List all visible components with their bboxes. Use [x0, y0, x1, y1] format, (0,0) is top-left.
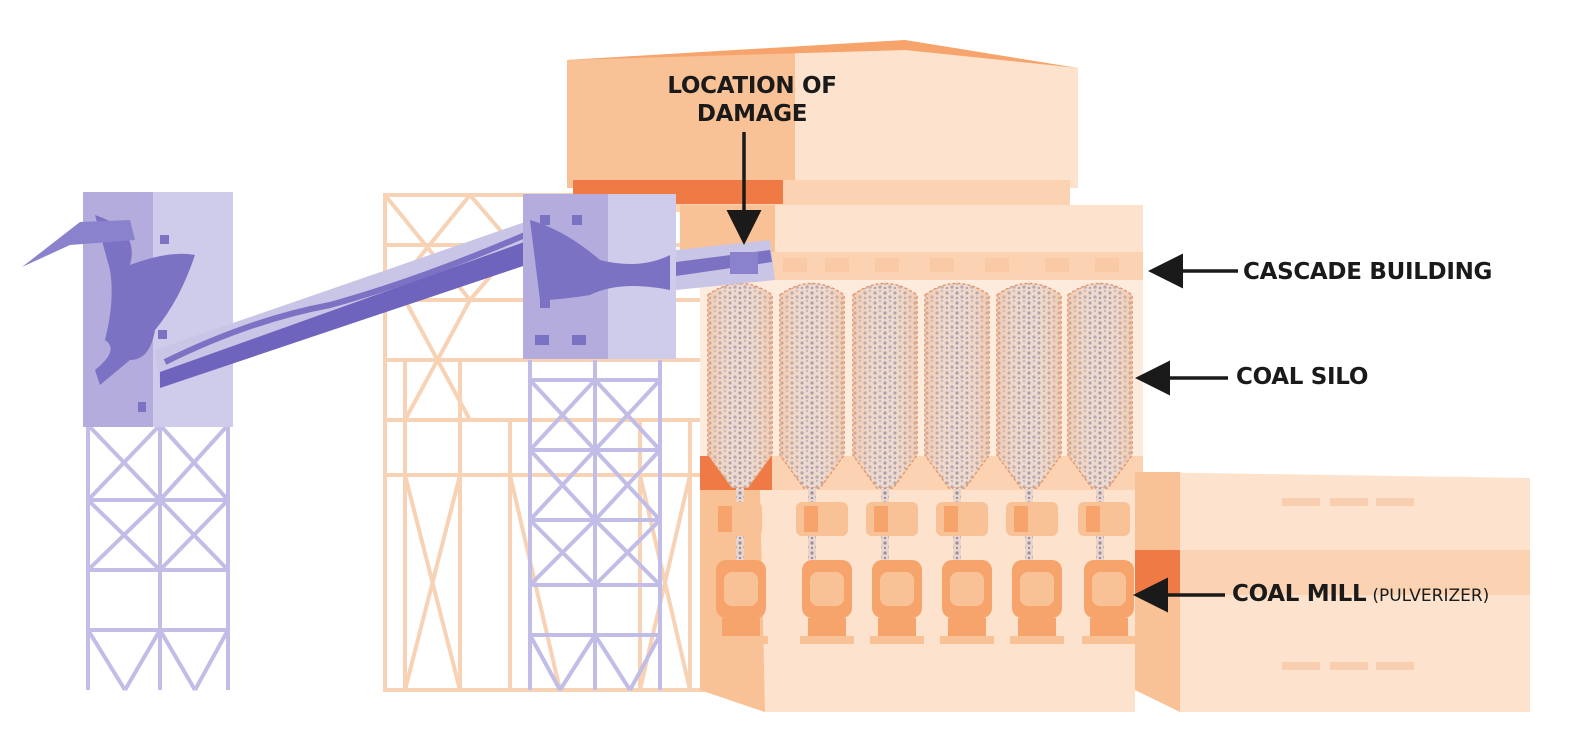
coal-mill-label-main: COAL MILL: [1232, 581, 1367, 607]
coal-mill-label-sub: (PULVERIZER): [1372, 586, 1490, 606]
cascade-building-label: CASCADE BUILDING: [1243, 259, 1493, 285]
coal-mill: [866, 502, 924, 644]
damage-label-line2: DAMAGE: [696, 101, 808, 127]
left-tower-lattice: [86, 423, 230, 692]
middle-tower-lattice: [528, 360, 662, 692]
coal-mill: [710, 502, 768, 644]
coal-mill: [936, 502, 994, 644]
coal-mill-label: COAL MILL(PULVERIZER): [1232, 581, 1489, 607]
coal-mill: [1078, 502, 1136, 644]
damage-location-label: LOCATION OF DAMAGE: [652, 72, 852, 128]
coal-silo: [924, 282, 990, 568]
coal-silo: [779, 282, 845, 568]
inlet-chute: [22, 220, 135, 267]
conveyor-upper: [676, 240, 775, 290]
conveyor-lower: [155, 222, 535, 388]
coal-silo: [852, 282, 918, 568]
background-support-structure: [383, 193, 707, 692]
coal-mill: [796, 502, 854, 644]
coal-silo-label: COAL SILO: [1236, 364, 1369, 390]
coal-silo: [1067, 282, 1133, 568]
cascade-roof: [567, 40, 1078, 212]
callout-arrows: [726, 132, 1238, 613]
coal-mill: [1006, 502, 1064, 644]
coal-mills: [710, 502, 1136, 644]
middle-transfer-tower: [523, 194, 676, 359]
damage-label-line1: LOCATION OF: [667, 73, 837, 99]
